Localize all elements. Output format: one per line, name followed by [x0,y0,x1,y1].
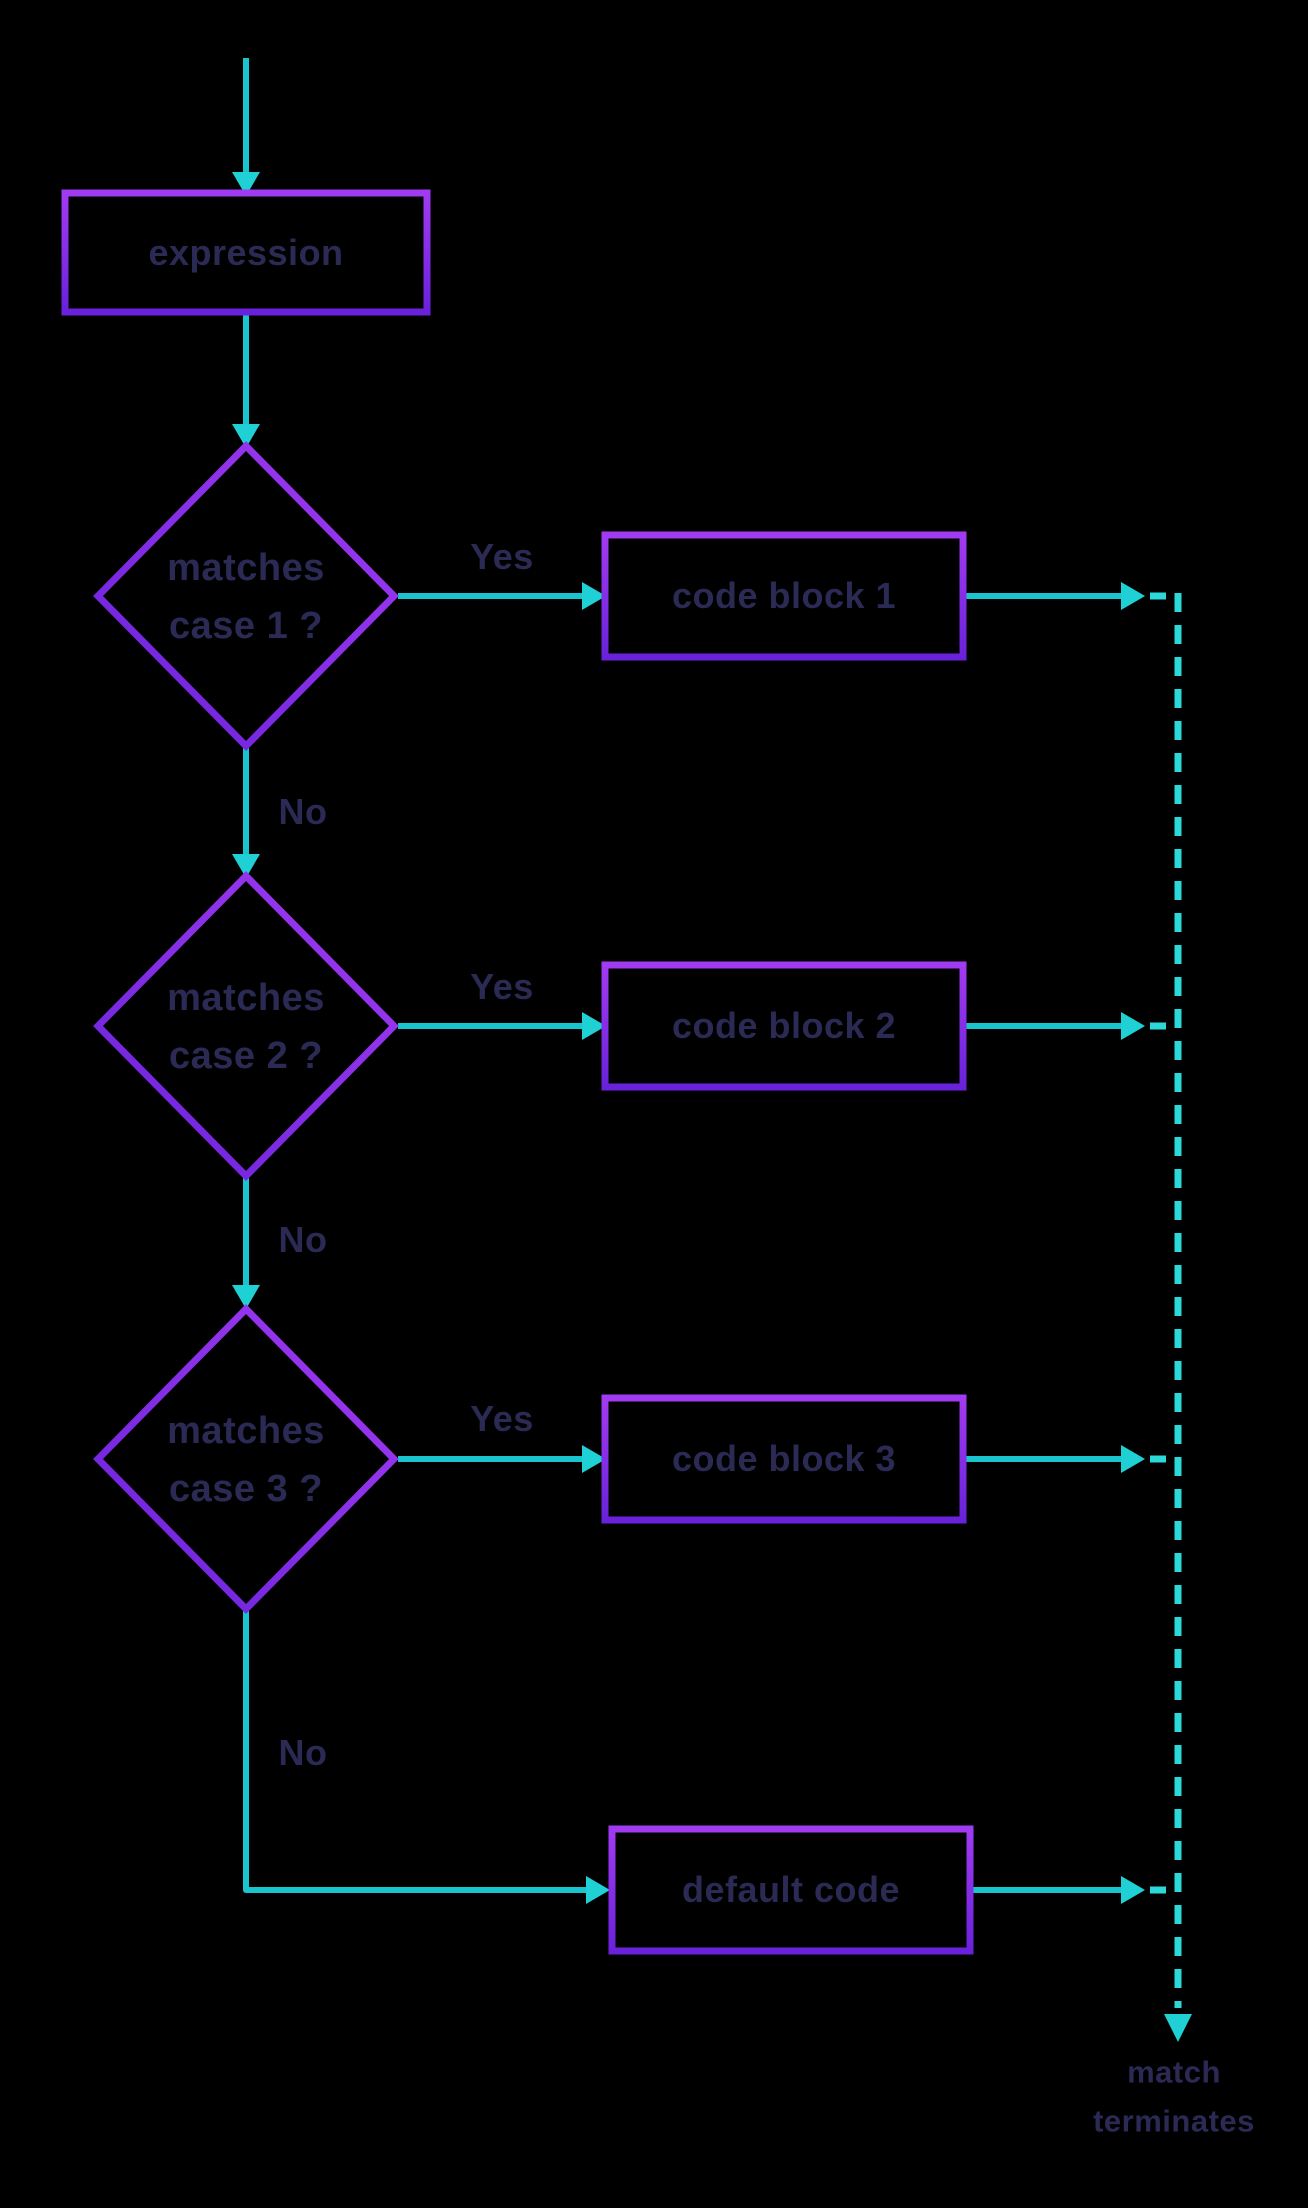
yes-label-2: Yes [470,966,534,1007]
code-block-3-node-shape [601,1394,967,1524]
arrowhead-block2-out [1121,1012,1145,1040]
arrowhead-into-default [586,1876,610,1904]
default-code-node-shape [608,1825,974,1955]
match-terminates-label-line2: terminates [1093,2103,1255,2139]
expression-node-label: expression [148,232,344,273]
no-label-3: No [278,1732,328,1773]
arrowhead-into-expression [232,172,260,196]
decision-case2-label-line1: matches [167,977,325,1019]
decision-case3-shape [93,1304,399,1614]
decision-case1-label-line1: matches [167,547,325,589]
decision-case3-label-line1: matches [167,1410,325,1452]
no-label-1: No [278,791,328,832]
arrowhead-into-block2 [582,1012,606,1040]
decision-case2-shape [93,871,399,1181]
code-block-1-node-shape [601,531,967,661]
no-edge-3-to-default [243,1610,586,1893]
arrowhead-block3-out [1121,1445,1145,1473]
code-block-2-label: code block 2 [671,1005,897,1046]
decision-case1-label-line2: case 1 ? [169,605,323,647]
match-terminates-label-line1: match [1127,2054,1221,2090]
default-code-label: default code [681,1869,901,1910]
arrowhead-into-block3 [582,1445,606,1473]
arrowhead-into-terminate [1164,2014,1192,2042]
arrowhead-block1-out [1121,582,1145,610]
no-label-2: No [278,1219,328,1260]
expression-node-shape [61,189,431,316]
code-block-3-label: code block 3 [671,1438,897,1479]
yes-label-1: Yes [470,536,534,577]
yes-label-3: Yes [470,1398,534,1439]
decision-case3-label-line2: case 3 ? [169,1468,323,1510]
arrowhead-into-case1 [232,424,260,448]
arrowhead-into-block1 [582,582,606,610]
arrowhead-into-case3 [232,1285,260,1309]
code-block-1-label: code block 1 [671,575,897,616]
code-block-2-node-shape [601,961,967,1091]
decision-case1-shape [93,441,399,751]
arrowhead-into-case2 [232,854,260,878]
decision-case2-label-line2: case 2 ? [169,1035,323,1077]
arrowhead-default-out [1121,1876,1145,1904]
